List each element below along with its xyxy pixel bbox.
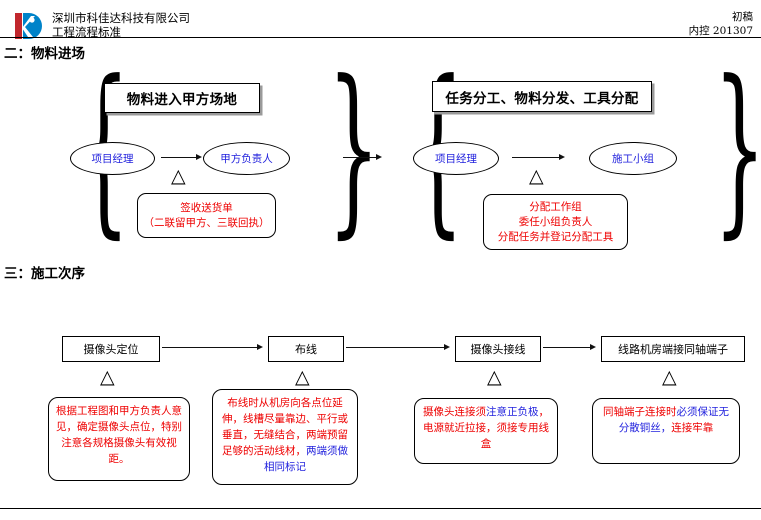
arrow-right-icon-group-connector xyxy=(376,153,382,160)
note-fragment-highlight: 极 xyxy=(528,406,539,418)
note-camera-connection: 摄像头连接须注意正负极，电源就近拉接，须接专用线盒 xyxy=(414,398,558,464)
note-fragment-highlight: 相同标记 xyxy=(264,461,306,473)
note-fragment: 足够的活动线材， xyxy=(222,445,306,457)
triangle-marker-step-3: △ xyxy=(487,366,502,388)
document-meta-block: 初稿 内控 201307 xyxy=(689,10,753,38)
section-heading-materials: 二：物料进场 xyxy=(4,46,85,62)
note-fragment-highlight: 证无分散铜丝， xyxy=(618,406,729,434)
note-fragment: 接专用线盒 xyxy=(480,422,549,450)
note-line-2: 委任小组负责人 xyxy=(518,215,593,228)
note-delivery-receipt: 签收送货单 （二联留甲方、三联回执） xyxy=(137,193,276,238)
triangle-marker-step-4: △ xyxy=(662,366,677,388)
arrow-right-icon-step-1-2 xyxy=(257,343,263,350)
group-brace-right-1: } xyxy=(327,42,380,256)
arrow-right-icon-materials xyxy=(196,153,202,160)
step-box-coax-termination: 线路机房端接同轴端子 xyxy=(601,336,745,362)
arrow-right-icon-step-3-4 xyxy=(590,343,596,350)
header-divider xyxy=(0,37,761,38)
note-fragment: 摄像头连接须 xyxy=(423,406,486,418)
triangle-marker-step-2: △ xyxy=(295,366,310,388)
triangle-marker-materials: △ xyxy=(171,165,186,187)
actor-project-manager-1: 项目经理 xyxy=(70,142,155,175)
note-fragment: 像头有效视距。 xyxy=(108,437,177,465)
actor-party-a-lead: 甲方负责人 xyxy=(203,142,290,175)
step-box-camera-positioning: 摄像头定位 xyxy=(62,336,160,362)
note-fragment: 位，特别注意各规格摄 xyxy=(61,421,182,449)
arrow-line-step-2-3 xyxy=(346,347,445,348)
note-fragment: 垂直，无缝结合，两端预留 xyxy=(222,429,348,441)
arrow-line-assignment xyxy=(512,157,560,158)
note-task-assignment: 分配工作组 委任小组负责人 分配任务并登记分配工具 xyxy=(483,194,628,250)
arrow-line-materials xyxy=(161,157,197,158)
step-box-camera-connection: 摄像头接线 xyxy=(455,336,541,362)
note-fragment: 布线时从机房向各点位延 xyxy=(227,397,343,409)
materials-title-box: 物料进入甲方场地 xyxy=(104,83,260,113)
note-fragment: ，电源就近拉接，须 xyxy=(423,406,549,434)
note-wiring: 布线时从机房向各点位延伸，线槽尽量靠边、平行或垂直，无缝结合，两端预留足够的活动… xyxy=(212,389,358,485)
note-line-2: （二联留甲方、三联回执） xyxy=(143,216,270,229)
note-fragment-highlight: 注意正负 xyxy=(486,406,528,418)
section-heading-sequence: 三：施工次序 xyxy=(4,266,85,282)
arrow-right-icon-assignment xyxy=(559,153,565,160)
arrow-right-icon-step-2-3 xyxy=(444,343,450,350)
note-line-3: 分配任务并登记分配工具 xyxy=(497,230,614,243)
triangle-marker-step-1: △ xyxy=(100,366,115,388)
note-fragment: 人意见，确定摄像头点 xyxy=(56,405,182,433)
actor-construction-team: 施工小组 xyxy=(589,142,677,175)
doc-code: 内控 201307 xyxy=(688,25,753,37)
arrow-line-step-1-2 xyxy=(162,347,258,348)
assignment-title-box: 任务分工、物料分发、工具分配 xyxy=(432,81,652,112)
triangle-marker-assignment: △ xyxy=(529,165,544,187)
note-coax-termination: 同轴端子连接时必须保证无分散铜丝，连接牢靠 xyxy=(592,398,740,464)
company-name-block: 深圳市科佳达科技有限公司 工程流程标准 xyxy=(52,11,372,39)
company-name: 深圳市科佳达科技有限公司 xyxy=(52,11,190,25)
footer-divider xyxy=(0,508,761,509)
note-fragment: 连接牢 xyxy=(671,422,703,434)
group-brace-right-2: } xyxy=(713,42,761,256)
note-fragment: 根据工程图和甲方负责 xyxy=(56,405,161,417)
group-connector-line xyxy=(343,157,377,158)
note-camera-positioning: 根据工程图和甲方负责人意见，确定摄像头点位，特别注意各规格摄像头有效视距。 xyxy=(48,397,190,481)
company-k-logo-icon xyxy=(14,10,44,41)
note-fragment: 同轴端子连接时 xyxy=(603,406,677,418)
note-fragment-highlight: 必须保 xyxy=(676,406,709,418)
arrow-line-step-3-4 xyxy=(543,347,591,348)
note-fragment-highlight: 两端须做 xyxy=(306,445,348,457)
note-fragment: 靠 xyxy=(702,422,714,434)
step-box-wiring: 布线 xyxy=(268,336,344,362)
actor-project-manager-2: 项目经理 xyxy=(413,142,499,175)
note-line-1: 签收送货单 xyxy=(180,201,233,214)
doc-status: 初稿 xyxy=(732,11,753,23)
company-subtitle: 工程流程标准 xyxy=(52,25,121,39)
note-fragment: 伸，线槽尽量靠边、平行或 xyxy=(222,413,348,425)
note-line-1: 分配工作组 xyxy=(529,200,582,213)
